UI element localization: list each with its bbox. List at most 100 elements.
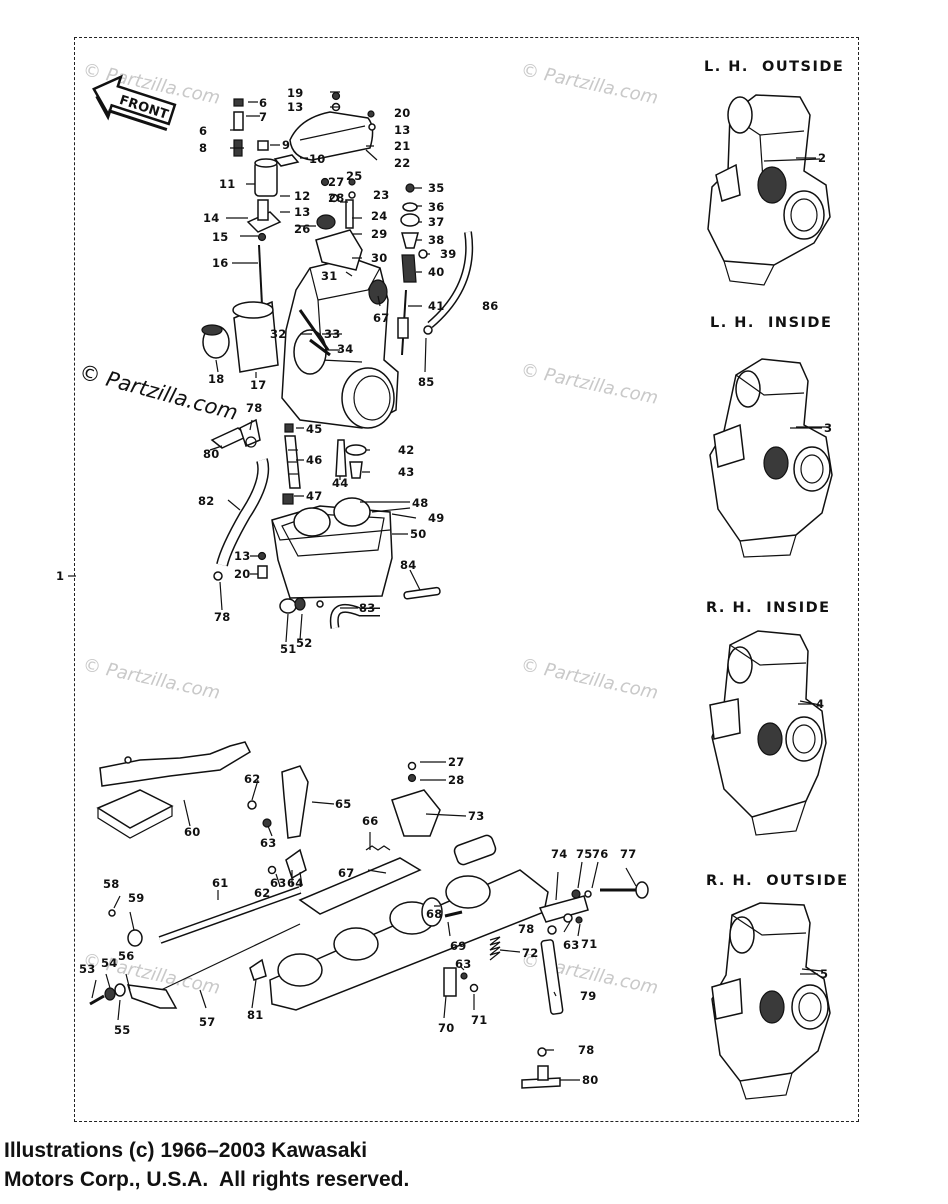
diagram-frame xyxy=(74,37,859,1122)
carb-view-lh-inside xyxy=(709,358,833,558)
front-arrow-icon: FRONT xyxy=(92,74,177,132)
part-number-label: 55 xyxy=(114,1023,130,1037)
part-number-label: 45 xyxy=(306,422,322,436)
part-number-label: 13 xyxy=(287,100,303,114)
carb-view-ref-label: 2 xyxy=(818,151,826,165)
part-number-label: 71 xyxy=(581,937,597,951)
part-number-label: 33 xyxy=(324,327,340,341)
part-number-label: 16 xyxy=(212,256,228,270)
part-number-label: 27 xyxy=(448,755,464,769)
carb-view-ref-label: 3 xyxy=(824,421,832,435)
part-number-label: 78 xyxy=(518,922,534,936)
copyright-notice: Illustrations (c) 1966–2003 Kawasaki Mot… xyxy=(4,1136,409,1194)
part-number-label: 39 xyxy=(440,247,456,261)
part-number-label: 30 xyxy=(371,251,387,265)
part-number-label: 80 xyxy=(582,1073,598,1087)
part-number-label: 14 xyxy=(203,211,219,225)
part-number-label: 58 xyxy=(103,877,119,891)
part-number-label: 28 xyxy=(448,773,464,787)
part-number-label: 11 xyxy=(219,177,235,191)
part-number-label: 62 xyxy=(254,886,270,900)
part-number-label: 12 xyxy=(294,189,310,203)
part-number-label: 70 xyxy=(438,1021,454,1035)
part-number-label: 42 xyxy=(398,443,414,457)
part-number-label: 34 xyxy=(337,342,353,356)
part-number-label: 69 xyxy=(450,939,466,953)
part-number-label: 82 xyxy=(198,494,214,508)
part-number-label: 83 xyxy=(359,601,375,615)
part-number-label: 15 xyxy=(212,230,228,244)
part-number-label: 75 xyxy=(576,847,592,861)
part-number-label: 8 xyxy=(199,141,207,155)
part-number-label: 62 xyxy=(244,772,260,786)
part-number-label: 77 xyxy=(620,847,636,861)
part-number-label: 27 xyxy=(328,175,344,189)
part-number-label: 36 xyxy=(428,200,444,214)
part-number-label: 41 xyxy=(428,299,444,313)
part-number-label: 20 xyxy=(394,106,410,120)
part-number-label: 63 xyxy=(260,836,276,850)
copyright-line-2: Motors Corp., U.S.A. All rights reserved… xyxy=(4,1168,410,1191)
part-number-label: 78 xyxy=(578,1043,594,1057)
part-number-label: 63 xyxy=(563,938,579,952)
header-rh-inside: R. H. INSIDE xyxy=(706,600,831,616)
part-number-label: 63 xyxy=(270,876,286,890)
part-number-label: 72 xyxy=(522,946,538,960)
part-number-label: 28 xyxy=(328,191,344,205)
part-number-label: 67 xyxy=(373,311,389,325)
part-number-label: 24 xyxy=(371,209,387,223)
part-number-label: 13 xyxy=(234,549,250,563)
part-number-label: 37 xyxy=(428,215,444,229)
part-number-label: 71 xyxy=(471,1013,487,1027)
part-number-label: 43 xyxy=(398,465,414,479)
copyright-line-1: Illustrations (c) 1966–2003 Kawasaki xyxy=(4,1139,368,1162)
part-number-label: 79 xyxy=(580,989,596,1003)
part-number-label: 13 xyxy=(394,123,410,137)
part-number-label: 52 xyxy=(296,636,312,650)
part-number-label: 32 xyxy=(270,327,286,341)
part-number-label: 6 xyxy=(199,124,207,138)
part-number-label: 17 xyxy=(250,378,266,392)
part-number-label: 78 xyxy=(214,610,230,624)
assembly-bracket: 1 xyxy=(56,569,76,583)
lower-linkage-exploded xyxy=(89,741,649,1089)
part-number-label: 13 xyxy=(294,205,310,219)
part-number-label: 22 xyxy=(394,156,410,170)
part-number-label: 78 xyxy=(246,401,262,415)
part-number-label: 76 xyxy=(592,847,608,861)
part-number-label: 19 xyxy=(287,86,303,100)
part-number-label: 59 xyxy=(128,891,144,905)
part-number-label: 84 xyxy=(400,558,416,572)
part-number-label: 48 xyxy=(412,496,428,510)
part-number-label: 29 xyxy=(371,227,387,241)
part-number-label: 38 xyxy=(428,233,444,247)
part-number-label: 46 xyxy=(306,453,322,467)
carb-view-lh-outside xyxy=(707,94,831,286)
part-number-label: 81 xyxy=(247,1008,263,1022)
part-number-label: 31 xyxy=(321,269,337,283)
part-number-label: 44 xyxy=(332,476,348,490)
part-number-label: 25 xyxy=(346,169,362,183)
part-number-label: 74 xyxy=(551,847,567,861)
part-number-label: 49 xyxy=(428,511,444,525)
part-number-label: 67 xyxy=(338,866,354,880)
part-number-label: 65 xyxy=(335,797,351,811)
header-lh-outside: L. H. OUTSIDE xyxy=(704,59,844,75)
part-number-label: 9 xyxy=(282,138,290,152)
carb-view-rh-inside xyxy=(709,630,827,836)
part-number-label: 51 xyxy=(280,642,296,656)
part-number-labels: 19 6 13 7 20 6 13 8 9 21 10 22 11 27 25 … xyxy=(79,86,636,1087)
part-number-label: 40 xyxy=(428,265,444,279)
part-number-label: 6 xyxy=(259,96,267,110)
part-number-label: 47 xyxy=(306,489,322,503)
part-number-label: 54 xyxy=(101,956,117,970)
part-number-label: 66 xyxy=(362,814,378,828)
part-number-label: 35 xyxy=(428,181,444,195)
header-lh-inside: L. H. INSIDE xyxy=(710,315,832,331)
part-number-label: 53 xyxy=(79,962,95,976)
part-number-label: 56 xyxy=(118,949,134,963)
part-number-label: 73 xyxy=(468,809,484,823)
part-number-label: 21 xyxy=(394,139,410,153)
part-number-label: 57 xyxy=(199,1015,215,1029)
